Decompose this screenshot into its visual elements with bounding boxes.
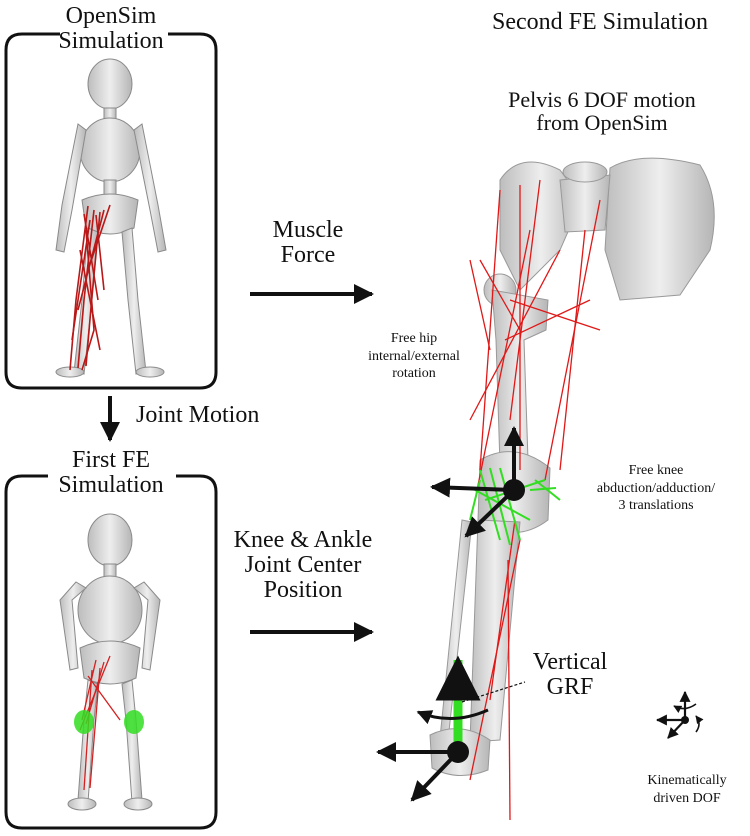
ankle-dof-frame xyxy=(376,708,489,802)
opensim-muscles xyxy=(69,204,111,371)
first-fe-title-line2: Simulation xyxy=(58,472,164,499)
free-hip-line1: Free hip xyxy=(390,331,438,346)
first-fe-panel-title: First FE Simulation xyxy=(42,447,180,499)
opensim-panel-title: OpenSim Simulation xyxy=(40,3,182,55)
first-fe-knee-ligaments xyxy=(74,710,144,734)
free-hip-annotation: Free hip internal/external rotation xyxy=(354,330,474,383)
joint-center-label: Knee & Ankle Joint Center Position xyxy=(224,527,382,604)
opensim-title-line1: OpenSim xyxy=(65,3,157,29)
first-fe-panel-frame xyxy=(4,474,218,830)
free-knee-line1: Free knee xyxy=(628,463,684,478)
muscle-force-line2: Force xyxy=(280,242,336,269)
free-hip-line2: internal/external xyxy=(368,348,460,364)
second-fe-title: Second FE Simulation xyxy=(492,9,708,35)
legend-line2: driven DOF xyxy=(653,790,721,806)
free-knee-line2: abduction/adduction/ xyxy=(596,480,716,496)
grf-line2: GRF xyxy=(546,674,594,701)
first-fe-title-line1: First FE xyxy=(71,447,151,473)
joint-motion-label: Joint Motion xyxy=(136,402,260,428)
knee-dof-frame xyxy=(430,426,525,538)
vertical-grf-label: Vertical GRF xyxy=(520,649,620,701)
pelvis-annotation: Pelvis 6 DOF motion from OpenSim xyxy=(484,88,720,134)
opensim-skeleton-figure xyxy=(55,58,167,378)
joint-center-line1: Knee & Ankle xyxy=(233,527,373,553)
kinematic-dof-legend-label: Kinematically driven DOF xyxy=(628,772,746,807)
opensim-panel-frame xyxy=(4,32,218,390)
free-knee-line3: 3 translations xyxy=(618,498,694,513)
free-knee-annotation: Free knee abduction/adduction/ 3 transla… xyxy=(580,462,732,515)
free-hip-line3: rotation xyxy=(392,366,436,381)
pelvis-annotation-line1: Pelvis 6 DOF motion xyxy=(508,87,696,112)
pelvis-annotation-line2: from OpenSim xyxy=(536,110,668,136)
joint-center-line2: Joint Center xyxy=(244,552,362,579)
pelvis-bone xyxy=(499,157,715,301)
grf-leader-line xyxy=(461,681,526,703)
grf-line1: Vertical xyxy=(532,649,608,675)
tibia-bone xyxy=(429,519,521,776)
muscle-force-label: Muscle Force xyxy=(254,217,362,269)
second-fe-muscles xyxy=(469,179,601,821)
kinematic-dof-legend-icon xyxy=(655,690,704,739)
muscle-force-line1: Muscle xyxy=(272,217,344,243)
knee-ligaments xyxy=(469,467,561,546)
opensim-title-line2: Simulation xyxy=(58,28,164,55)
first-fe-skeleton-figure xyxy=(59,513,161,811)
legend-line1: Kinematically xyxy=(647,773,727,788)
joint-center-line3: Position xyxy=(263,577,343,604)
